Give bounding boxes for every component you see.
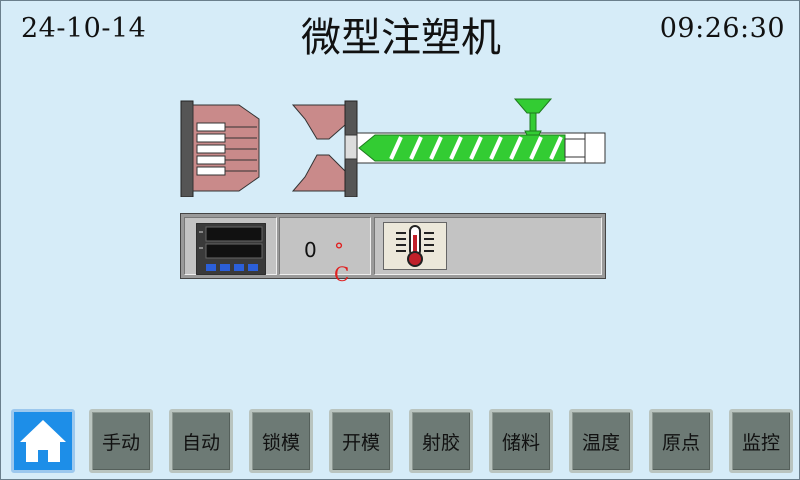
- manual-label: 手动: [101, 431, 140, 454]
- thermometer-button[interactable]: [383, 222, 447, 270]
- monitor-button[interactable]: 监控: [729, 409, 793, 473]
- home-button[interactable]: [11, 409, 75, 473]
- temperature-controller-icon: [196, 223, 266, 275]
- injection-machine-diagram: [180, 98, 606, 197]
- injection-barrel: [356, 132, 606, 164]
- temperature-readout-cell: 0 ° C: [279, 217, 371, 286]
- controller-cell: [184, 217, 277, 275]
- bottom-nav: 手动 自动 锁模 开模 射胶 储料 温度 原点 监控: [1, 405, 800, 477]
- thermometer-icon: [396, 225, 434, 267]
- storage-label: 储料: [501, 431, 540, 454]
- temperature-panel: 0 ° C: [180, 213, 606, 286]
- auto-label: 自动: [181, 431, 220, 454]
- temperature-unit: ° C: [334, 238, 356, 286]
- temperature-settings-cell: [374, 217, 602, 275]
- mold-open-button[interactable]: 开模: [329, 409, 393, 473]
- storage-button[interactable]: 储料: [489, 409, 553, 473]
- manual-button[interactable]: 手动: [89, 409, 153, 473]
- inject-button[interactable]: 射胶: [409, 409, 473, 473]
- fixed-mold: [180, 100, 260, 197]
- monitor-label: 监控: [741, 431, 780, 454]
- home-icon: [20, 420, 66, 462]
- auto-button[interactable]: 自动: [169, 409, 233, 473]
- inject-label: 射胶: [421, 431, 460, 454]
- temperature-button[interactable]: 温度: [569, 409, 633, 473]
- origin-label: 原点: [661, 431, 700, 454]
- origin-button[interactable]: 原点: [649, 409, 713, 473]
- date-display: 24-10-14: [21, 13, 147, 44]
- page-title: 微型注塑机: [301, 15, 501, 61]
- mold-lock-button[interactable]: 锁模: [249, 409, 313, 473]
- temperature-value: 0: [304, 238, 317, 262]
- temperature-label: 温度: [581, 431, 620, 454]
- hopper: [513, 98, 553, 136]
- mold-lock-label: 锁模: [261, 431, 300, 454]
- moving-mold: [291, 100, 358, 197]
- mold-open-label: 开模: [341, 431, 380, 454]
- time-display: 09:26:30: [659, 13, 785, 44]
